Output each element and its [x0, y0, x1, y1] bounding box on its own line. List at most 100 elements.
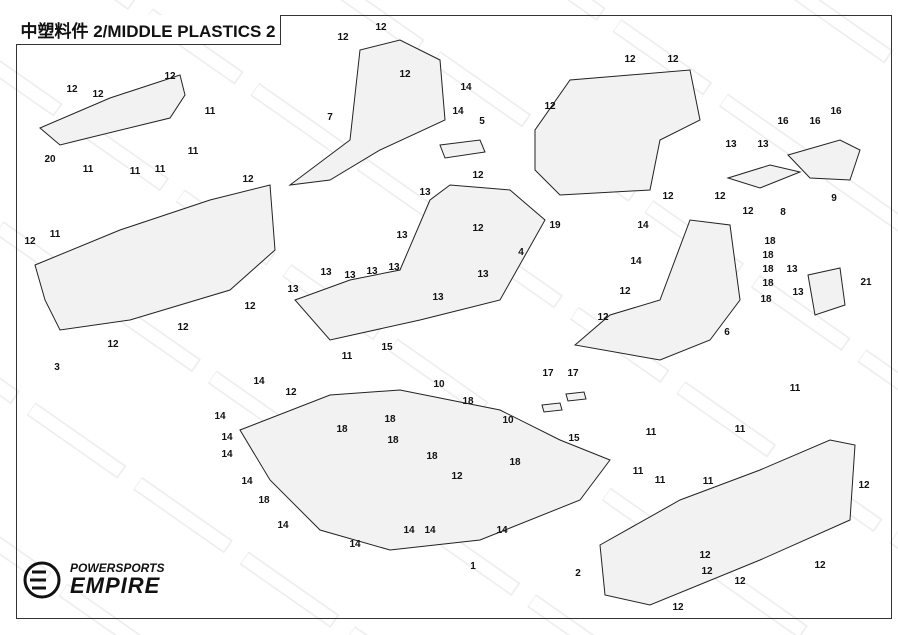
diagram-frame	[16, 15, 892, 619]
callout-number: 13	[419, 187, 431, 198]
callout-number: 14	[221, 432, 233, 443]
callout-number: 12	[742, 206, 754, 217]
callout-number: 11	[734, 424, 746, 435]
callout-number: 16	[809, 116, 821, 127]
callout-number: 13	[366, 266, 378, 277]
callout-number: 11	[702, 476, 714, 487]
callout-number: 14	[253, 376, 265, 387]
callout-number: 11	[154, 164, 166, 175]
callout-number: 12	[624, 54, 636, 65]
part-17-clips-b	[565, 391, 587, 402]
callout-number: 13	[344, 270, 356, 281]
callout-number: 14	[496, 525, 508, 536]
callout-number: 18	[387, 435, 399, 446]
callout-number: 13	[792, 287, 804, 298]
part-2-right-side-panel	[599, 439, 856, 606]
callout-number: 11	[187, 146, 199, 157]
callout-number: 4	[518, 247, 524, 258]
callout-number: 12	[177, 322, 189, 333]
callout-number: 5	[479, 116, 485, 127]
callout-number: 12	[597, 312, 609, 323]
callout-number: 18	[760, 294, 772, 305]
callout-number: 13	[388, 262, 400, 273]
part-19-storage-box	[534, 69, 701, 196]
callout-number: 12	[285, 387, 297, 398]
callout-number: 17	[567, 368, 579, 379]
callout-number: 18	[462, 396, 474, 407]
callout-number: 16	[830, 106, 842, 117]
part-9-pad	[787, 139, 861, 181]
callout-number: 12	[375, 22, 387, 33]
callout-number: 11	[129, 166, 141, 177]
callout-number: 15	[381, 342, 393, 353]
callout-number: 6	[724, 327, 730, 338]
callout-number: 11	[82, 164, 94, 175]
callout-number: 12	[472, 170, 484, 181]
callout-number: 12	[619, 286, 631, 297]
callout-number: 14	[349, 539, 361, 550]
callout-number: 18	[762, 264, 774, 275]
callout-number: 14	[424, 525, 436, 536]
callout-number: 12	[92, 89, 104, 100]
callout-number: 11	[789, 383, 801, 394]
callout-number: 12	[667, 54, 679, 65]
callout-number: 10	[502, 415, 514, 426]
part-3-left-side-panel	[34, 184, 276, 331]
part-8-pad	[726, 164, 802, 189]
callout-number: 12	[242, 174, 254, 185]
callout-number: 12	[734, 576, 746, 587]
callout-number: 16	[777, 116, 789, 127]
callout-number: 14	[241, 476, 253, 487]
callout-number: 12	[672, 602, 684, 613]
part-20-floor-panel	[39, 74, 186, 146]
callout-number: 14	[277, 520, 289, 531]
callout-number: 12	[451, 471, 463, 482]
logo-line1: POWERSPORTS	[70, 561, 165, 575]
callout-number: 12	[701, 566, 713, 577]
callout-number: 18	[426, 451, 438, 462]
callout-number: 11	[49, 229, 61, 240]
callout-number: 11	[654, 475, 666, 486]
part-21-bracket	[807, 267, 846, 316]
callout-number: 21	[860, 277, 872, 288]
callout-number: 18	[336, 424, 348, 435]
part-6-right-frame-cover	[573, 219, 741, 361]
callout-number: 12	[472, 223, 484, 234]
part-17-clips	[541, 402, 563, 413]
callout-number: 18	[384, 414, 396, 425]
callout-number: 14	[452, 106, 464, 117]
callout-number: 17	[542, 368, 554, 379]
callout-number: 14	[403, 525, 415, 536]
callout-number: 3	[54, 362, 60, 373]
callout-number: 12	[66, 84, 78, 95]
callout-number: 13	[757, 139, 769, 150]
part-4-center-tunnel	[294, 184, 546, 341]
callout-number: 7	[327, 112, 333, 123]
callout-number: 8	[780, 207, 786, 218]
callout-number: 13	[786, 264, 798, 275]
callout-number: 13	[287, 284, 299, 295]
callout-number: 12	[814, 560, 826, 571]
callout-number: 11	[204, 106, 216, 117]
callout-number: 18	[762, 250, 774, 261]
callout-number: 12	[858, 480, 870, 491]
callout-number: 14	[637, 220, 649, 231]
part-7-front-cover	[288, 39, 446, 186]
callout-number: 18	[509, 457, 521, 468]
callout-number: 12	[662, 191, 674, 202]
callout-number: 14	[630, 256, 642, 267]
callout-number: 12	[714, 191, 726, 202]
logo-wings-icon	[23, 561, 61, 599]
part-5-small-cover	[439, 139, 486, 159]
callout-number: 18	[258, 495, 270, 506]
callout-number: 11	[632, 466, 644, 477]
callout-number: 12	[24, 236, 36, 247]
callout-number: 15	[568, 433, 580, 444]
callout-number: 20	[44, 154, 56, 165]
callout-number: 12	[544, 101, 556, 112]
callout-number: 12	[399, 69, 411, 80]
callout-number: 13	[432, 292, 444, 303]
callout-number: 11	[341, 351, 353, 362]
